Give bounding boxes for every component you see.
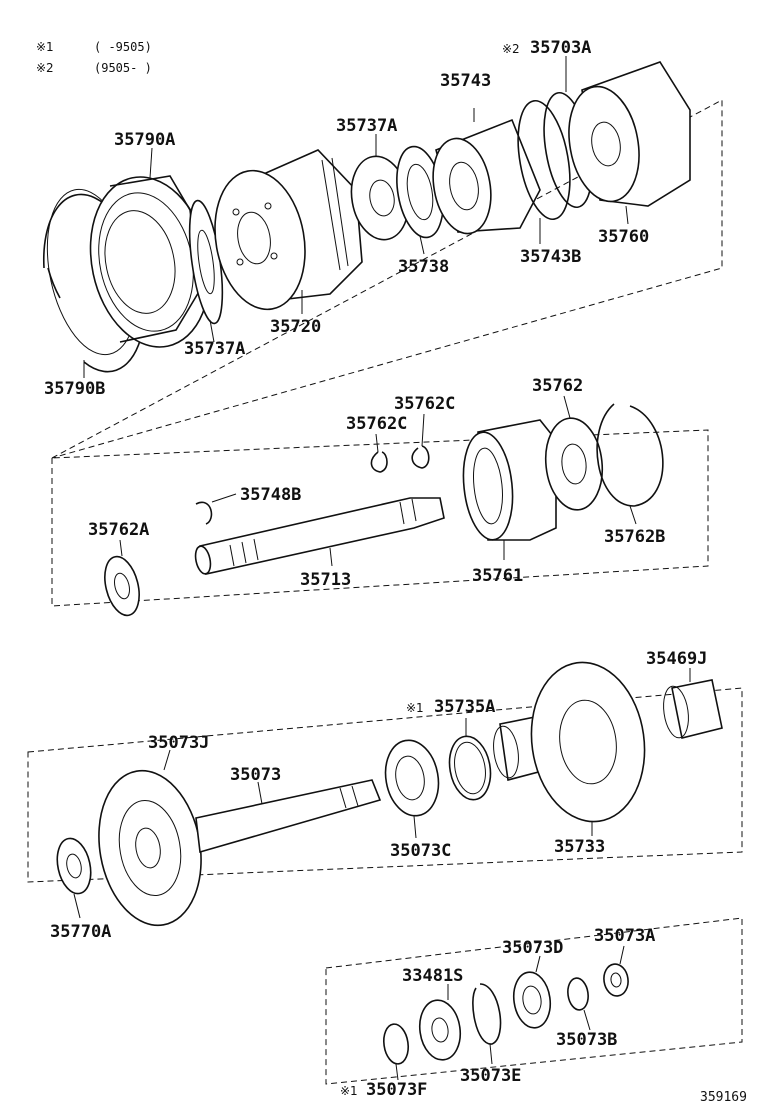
part-35073b-washer[interactable] bbox=[566, 977, 590, 1011]
label-35073d: 35073D bbox=[502, 938, 563, 958]
label-35790a: 35790A bbox=[114, 130, 175, 150]
mark-35703a: ※2 bbox=[502, 42, 520, 56]
label-35073j: 35073J bbox=[148, 733, 209, 753]
part-35743b-snap-ring[interactable] bbox=[510, 97, 578, 224]
part-35762a-bearing[interactable] bbox=[99, 553, 145, 619]
upper-group-outline bbox=[51, 99, 723, 459]
part-35790a-drum[interactable] bbox=[75, 166, 224, 358]
note-1-text: ( -9505) bbox=[94, 40, 152, 54]
note-1-symbol: ※1 bbox=[36, 40, 54, 54]
part-35073e-snap-ring[interactable] bbox=[472, 983, 502, 1045]
label-35073f: 35073F bbox=[366, 1080, 427, 1100]
part-35743-hub[interactable] bbox=[426, 118, 541, 238]
label-35073a: 35073A bbox=[594, 926, 655, 946]
part-35762b-snap-ring[interactable] bbox=[596, 403, 664, 507]
label-35713: 35713 bbox=[300, 570, 351, 590]
part-35735a-ring[interactable] bbox=[445, 733, 496, 803]
part-33481s-gear[interactable] bbox=[416, 998, 464, 1063]
label-33481s: 33481S bbox=[402, 966, 463, 986]
part-35720-clutch-hub[interactable] bbox=[205, 149, 363, 317]
part-35073-shaft[interactable] bbox=[195, 779, 382, 854]
label-35762c-upper: 35762C bbox=[394, 394, 455, 414]
part-35073a-nut[interactable] bbox=[602, 962, 630, 997]
label-35733: 35733 bbox=[554, 837, 605, 857]
label-35762: 35762 bbox=[532, 376, 583, 396]
mark-35073f: ※1 bbox=[340, 1084, 358, 1098]
label-35748b: 35748B bbox=[240, 485, 301, 505]
middle-leaders bbox=[119, 395, 637, 567]
part-35469j-bushing[interactable] bbox=[660, 679, 723, 739]
diagram-code: 359169 bbox=[700, 1090, 747, 1105]
part-35733-gear[interactable] bbox=[490, 655, 654, 829]
lower-leaders bbox=[73, 668, 691, 919]
upper-leaders bbox=[83, 56, 629, 378]
label-35762c-lower: 35762C bbox=[346, 414, 407, 434]
label-35735a: 35735A bbox=[434, 697, 495, 717]
part-35770a-bearing[interactable] bbox=[53, 835, 96, 896]
label-35762a: 35762A bbox=[88, 520, 149, 540]
label-35073b: 35073B bbox=[556, 1030, 617, 1050]
label-35073e: 35073E bbox=[460, 1066, 521, 1086]
part-35761-drum[interactable] bbox=[458, 419, 557, 542]
part-35073d-bearing[interactable] bbox=[510, 970, 553, 1030]
note-2-text: (9505- ) bbox=[94, 61, 152, 75]
label-35073: 35073 bbox=[230, 765, 281, 785]
label-35770a: 35770A bbox=[50, 922, 111, 942]
label-35737a-upper: 35737A bbox=[336, 116, 397, 136]
part-35073c-bearing[interactable] bbox=[380, 736, 444, 820]
note-2-symbol: ※2 bbox=[36, 61, 54, 75]
label-35720: 35720 bbox=[270, 317, 321, 337]
label-35762b: 35762B bbox=[604, 527, 665, 547]
footnote-legend: ※1 ( -9505) ※2 (9505- ) bbox=[36, 40, 152, 75]
label-35073c: 35073C bbox=[390, 841, 451, 861]
part-35713-shaft[interactable] bbox=[193, 497, 445, 575]
lower-group-outline bbox=[27, 687, 743, 883]
bottom-group-outline bbox=[325, 917, 743, 1085]
bottom-leaders bbox=[395, 945, 625, 1081]
label-35790b: 35790B bbox=[44, 379, 105, 399]
part-35762c-ring-b[interactable] bbox=[411, 445, 430, 469]
part-35073f-ring[interactable] bbox=[381, 1023, 410, 1066]
label-35737a-lower: 35737A bbox=[184, 339, 245, 359]
label-35469j: 35469J bbox=[646, 649, 707, 669]
label-35761: 35761 bbox=[472, 566, 523, 586]
label-35738: 35738 bbox=[398, 257, 449, 277]
part-35762c-ring-a[interactable] bbox=[370, 451, 388, 473]
part-35762-gear[interactable] bbox=[541, 415, 606, 512]
part-35748b-clip[interactable] bbox=[195, 501, 213, 525]
label-35743: 35743 bbox=[440, 71, 491, 91]
part-35073j-flange[interactable] bbox=[87, 763, 213, 934]
label-35703a: 35703A bbox=[530, 38, 591, 58]
mark-35735a: ※1 bbox=[406, 701, 424, 715]
label-35743b: 35743B bbox=[520, 247, 581, 267]
label-35760: 35760 bbox=[598, 227, 649, 247]
part-35760-drum[interactable] bbox=[560, 61, 691, 207]
